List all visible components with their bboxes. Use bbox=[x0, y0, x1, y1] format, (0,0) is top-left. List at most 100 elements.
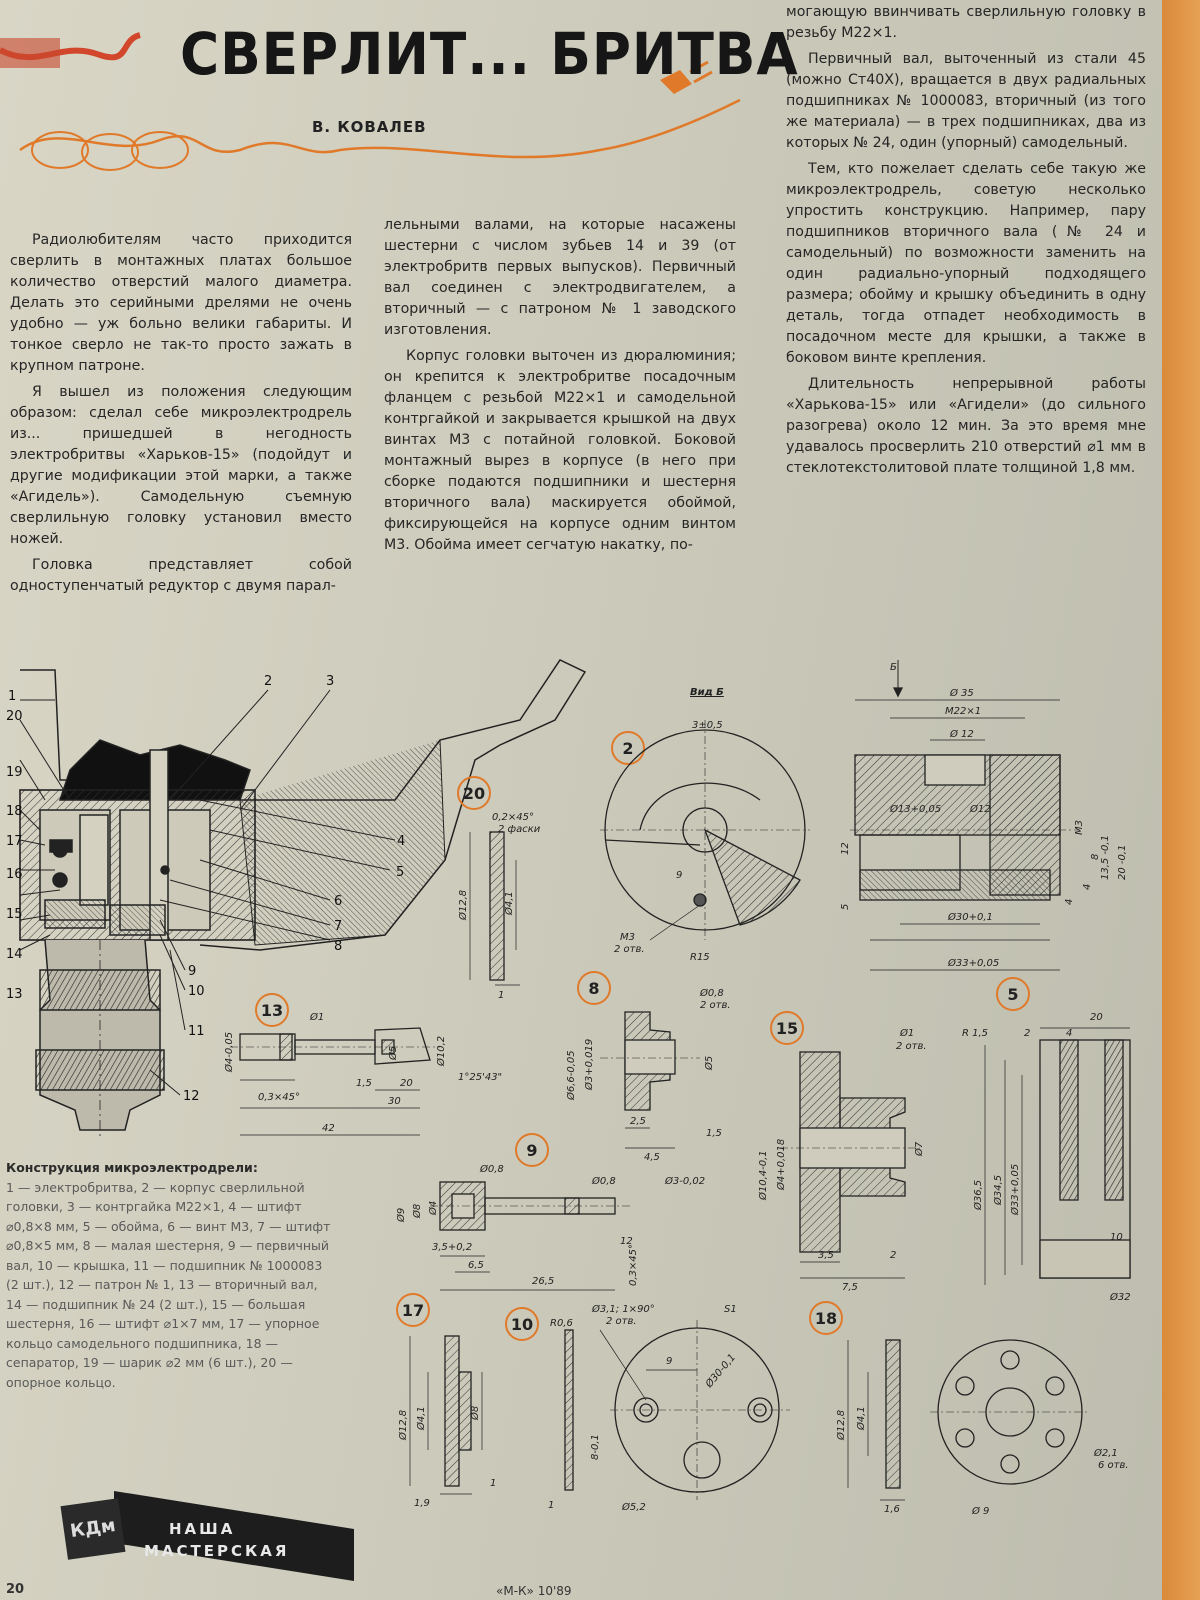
assembly-label: 16 bbox=[6, 867, 23, 882]
dim-label: 2 bbox=[1024, 1028, 1030, 1039]
assembly-label: 13 bbox=[6, 987, 23, 1002]
dim-label: 0,3×45° bbox=[628, 1244, 639, 1286]
dim-label: Ø4-0,05 bbox=[223, 1032, 235, 1073]
assembly-label: 11 bbox=[188, 1024, 205, 1039]
paragraph: Тем, кто пожелает сделать себе такую же … bbox=[786, 161, 1146, 366]
text-column-3: могающую ввинчивать сверлильную головку … bbox=[786, 2, 1146, 484]
part-20-drawing: 0,2×45° 2 фаски Ø12,8 Ø4,1 1 bbox=[457, 812, 541, 1001]
part-number: 9 bbox=[526, 1141, 537, 1160]
dim-label: 8 bbox=[1090, 854, 1101, 860]
dim-label: Ø12 bbox=[969, 803, 991, 815]
dim-label: Ø1 bbox=[899, 1027, 914, 1039]
part-number: 18 bbox=[815, 1309, 837, 1328]
assembly-label: 12 bbox=[183, 1089, 200, 1104]
dim-label: Ø0,8 bbox=[591, 1175, 616, 1187]
part-number: 5 bbox=[1007, 985, 1018, 1004]
dim-label: 0,2×45° bbox=[492, 812, 534, 823]
dim-label: 4 bbox=[1064, 899, 1075, 905]
dim-label: 1,5 bbox=[706, 1128, 722, 1139]
section-badge: КДм НАША МАСТЕРСКАЯ bbox=[60, 1490, 354, 1582]
part-13-drawing: Ø1 Ø4-0,05 Ø5 Ø10,2 1°25'43" 0,3×45° 1,5… bbox=[223, 1011, 502, 1136]
dim-label: R15 bbox=[690, 952, 710, 963]
dim-label: М22×1 bbox=[945, 706, 981, 717]
text-column-2: лельными валами, на которые насажены шес… bbox=[384, 215, 736, 561]
part-number: 8 bbox=[588, 979, 599, 998]
dim-label: Ø4,1 bbox=[503, 891, 515, 916]
magazine-logo: КДм bbox=[60, 1498, 126, 1560]
assembly-label: 5 bbox=[396, 865, 404, 880]
dim-label: 12 bbox=[620, 1236, 633, 1247]
part-17-drawing: Ø12,8 Ø4,1 Ø8 1,9 1 bbox=[397, 1335, 496, 1509]
assembly-label: 6 bbox=[334, 894, 342, 909]
dim-label: 9 bbox=[666, 1356, 672, 1367]
dim-label: 1 bbox=[498, 990, 504, 1001]
dim-label: Ø8 bbox=[411, 1204, 423, 1219]
caption-text: 1 — электробритва, 2 — корпус сверлильно… bbox=[6, 1179, 331, 1390]
dim-label: Ø 9 bbox=[971, 1505, 989, 1517]
assembly-label: 7 bbox=[334, 919, 342, 934]
dim-label: Ø4,1 bbox=[855, 1406, 867, 1431]
section-arrow-label: Б bbox=[890, 662, 897, 673]
dim-label: Ø5,2 bbox=[621, 1501, 646, 1513]
assembly-label: 3 bbox=[326, 674, 334, 689]
dim-label: 1°25'43" bbox=[458, 1072, 502, 1083]
dim-label: Ø36,5 bbox=[972, 1180, 984, 1211]
dim-label: Ø33+0,05 bbox=[1009, 1164, 1021, 1216]
dim-label: Ø12,8 bbox=[835, 1410, 847, 1441]
part-15-drawing: Ø1 2 отв. Ø10,4-0,1 Ø4+0,018 Ø7 3,5 2 7,… bbox=[757, 1027, 927, 1293]
part-9-drawing: Ø0,8 Ø0,8 Ø3-0,02 Ø9 Ø8 Ø4 3,5+0,2 6,5 2… bbox=[395, 1163, 705, 1291]
dim-label: 3±0,5 bbox=[692, 720, 723, 731]
dim-label: 2 отв. bbox=[614, 944, 645, 955]
dim-label: S1 bbox=[724, 1304, 737, 1315]
dim-label: 3,5 bbox=[818, 1250, 834, 1261]
dim-label: 0,3×45° bbox=[258, 1092, 300, 1103]
dim-label: Ø1 bbox=[309, 1011, 324, 1023]
paragraph: Первичный вал, выточенный из стали 45 (м… bbox=[786, 51, 1146, 151]
dim-label: 42 bbox=[322, 1123, 335, 1134]
dim-label: Ø30-0,1 bbox=[702, 1351, 738, 1390]
article-title: СВЕРЛИТ... БРИТВА bbox=[180, 20, 799, 88]
part-number: 17 bbox=[402, 1301, 424, 1320]
article-author: В. КОВАЛЕВ bbox=[312, 118, 427, 136]
dim-label: 2,5 bbox=[630, 1116, 646, 1127]
assembly-label: 17 bbox=[6, 834, 23, 849]
dim-label: R0,6 bbox=[550, 1318, 573, 1329]
dim-label: Ø10,4-0,1 bbox=[757, 1150, 769, 1201]
paragraph: Длительность непрерывной работы «Харьков… bbox=[786, 376, 1146, 476]
dim-label: 12 bbox=[840, 842, 851, 855]
dim-label: 4 bbox=[1066, 1028, 1072, 1039]
assembly-label: 4 bbox=[397, 834, 405, 849]
page-number: 20 bbox=[6, 1582, 25, 1597]
part-10-drawing: R0,6 1 Ø3,1; 1×90° 2 отв. S1 Ø30-0,1 9 8… bbox=[548, 1303, 790, 1513]
dim-label: 10 bbox=[1110, 1232, 1123, 1243]
dim-label: 30 bbox=[388, 1096, 401, 1107]
part-number: 15 bbox=[776, 1019, 798, 1038]
dim-label: Ø5 bbox=[703, 1056, 715, 1071]
view-label: Вид Б bbox=[690, 687, 724, 698]
part-number: 2 bbox=[622, 739, 633, 758]
assembly-label: 1 bbox=[8, 689, 16, 704]
dim-label: 1,6 bbox=[884, 1504, 900, 1515]
dim-label: 3,5+0,2 bbox=[432, 1242, 472, 1253]
dim-label: Ø0,8 bbox=[699, 987, 724, 999]
dim-label: Ø6,6-0,05 bbox=[565, 1050, 577, 1101]
assembly-label: 15 bbox=[6, 907, 23, 922]
dim-label: 5 bbox=[840, 904, 851, 910]
dim-label: 1 bbox=[490, 1478, 496, 1489]
dim-label: 2 bbox=[890, 1250, 896, 1261]
dim-label: Ø12,8 bbox=[457, 890, 469, 921]
part-number: 10 bbox=[511, 1315, 533, 1334]
assembly-label: 18 bbox=[6, 804, 23, 819]
dim-label: Ø4 bbox=[427, 1201, 439, 1216]
paragraph: могающую ввинчивать сверлильную головку … bbox=[786, 4, 1146, 41]
dim-label: Ø4,1 bbox=[415, 1406, 427, 1431]
assembly-label: 10 bbox=[188, 984, 205, 999]
dim-label: 1,5 bbox=[356, 1078, 372, 1089]
assembly-drawing: 1 2 3 4 5 6 7 8 9 10 11 12 13 14 15 16 1… bbox=[6, 659, 587, 1140]
dim-label: Ø3-0,02 bbox=[664, 1175, 705, 1187]
paragraph: Радиолюбителям часто приходится сверлить… bbox=[10, 232, 352, 374]
dim-label: 2 фаски bbox=[498, 824, 541, 835]
dim-label: 1,9 bbox=[414, 1498, 430, 1509]
assembly-label: 19 bbox=[6, 765, 23, 780]
